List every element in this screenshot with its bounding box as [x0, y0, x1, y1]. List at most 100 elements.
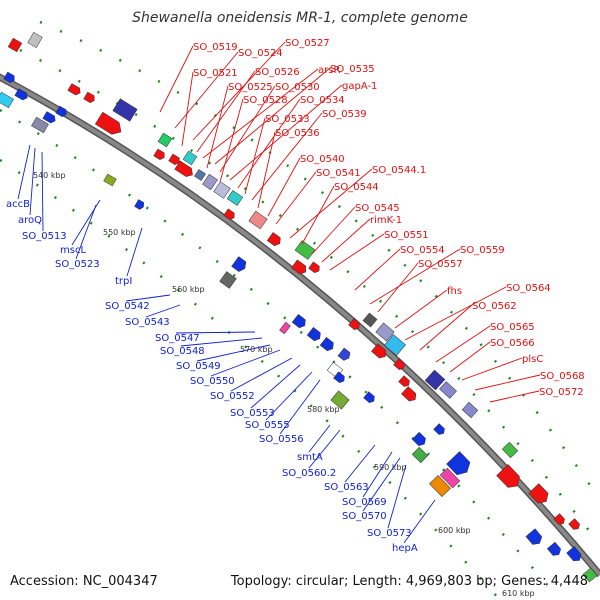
gene-block-1 [27, 31, 43, 49]
forward-leader-22 [354, 248, 401, 291]
reverse-label-18: SO_0563 [324, 482, 369, 493]
reverse-label-5: trpI [115, 276, 132, 287]
forward-label-26: SO_0564 [506, 283, 551, 294]
gene-arrow-33 [371, 343, 387, 359]
reverse-label-14: SO_0555 [245, 420, 290, 431]
reverse-label-16: smtA [297, 452, 323, 463]
gene-block-12 [157, 132, 173, 148]
reverse-leader-19 [362, 451, 393, 498]
forward-label-7: SO_0525 [228, 82, 273, 93]
gene-block-28 [219, 271, 237, 289]
gene-block-31 [375, 322, 395, 342]
reverse-label-3: mscL [60, 245, 86, 256]
gene-arrow-25 [308, 261, 320, 273]
gene-arrow-38 [401, 386, 417, 402]
gene-arrow-52 [446, 451, 471, 476]
reverse-leader-12 [230, 357, 293, 392]
gene-arrow-4 [14, 88, 28, 101]
reverse-label-15: SO_0556 [259, 434, 304, 445]
reverse-label-17: SO_0560.2 [282, 468, 336, 479]
gene-block-19 [213, 181, 231, 199]
forward-leader-5 [202, 68, 319, 159]
scale-tick-5: 590 kbp [374, 463, 407, 472]
forward-label-14: SO_0536 [275, 128, 320, 139]
gene-arrow-57 [528, 483, 549, 504]
forward-leader-12 [244, 117, 266, 195]
forward-label-25: fhs [447, 286, 462, 297]
forward-label-23: SO_0559 [460, 245, 505, 256]
gene-arrow-50 [433, 423, 445, 435]
forward-label-18: SO_0544 [334, 182, 379, 193]
inner-ring-dots-2 [0, 158, 501, 600]
gene-block-22 [248, 210, 268, 230]
reverse-leader-13 [250, 364, 301, 409]
forward-label-12: SO_0533 [265, 114, 310, 125]
gene-block-0 [7, 37, 23, 53]
genome-title: Shewanella oneidensis MR-1, complete gen… [132, 10, 468, 26]
scale-tick-7: 610 kbp [502, 589, 535, 598]
reverse-label-19: SO_0569 [342, 497, 387, 508]
gene-block-5 [31, 116, 49, 134]
forward-leader-6 [214, 67, 331, 165]
forward-label-32: SO_0572 [539, 387, 584, 398]
reverse-label-11: SO_0550 [190, 376, 235, 387]
gene-block-32 [384, 334, 406, 356]
gene-arrow-34 [393, 358, 405, 370]
forward-leader-4 [196, 70, 256, 153]
gene-arrow-2 [3, 71, 15, 83]
gene-block-35 [424, 369, 446, 391]
forward-leader-19 [311, 206, 356, 255]
forward-label-19: SO_0545 [355, 203, 400, 214]
gene-arrow-46 [333, 371, 345, 383]
forward-label-5: arsR [318, 65, 340, 76]
reverse-leader-10 [196, 344, 271, 362]
forward-label-10: SO_0528 [243, 95, 288, 106]
reverse-label-6: SO_0542 [105, 301, 150, 312]
forward-leader-21 [329, 233, 385, 271]
gene-arrow-59 [568, 518, 580, 530]
reverse-leader-18 [344, 444, 376, 483]
reverse-leader-17 [308, 429, 341, 469]
gene-arrow-9 [83, 91, 95, 103]
forward-leader-26 [404, 286, 507, 341]
forward-label-8: SO_0530 [275, 82, 320, 93]
reverse-leader-22 [403, 499, 436, 544]
forward-leader-25 [394, 289, 448, 329]
inner-ring-dots-1 [0, 108, 561, 600]
forward-leader-15 [267, 157, 301, 217]
reverse-leader-8 [175, 331, 256, 334]
reverse-leader-11 [210, 349, 281, 377]
gene-block-24 [294, 240, 316, 260]
forward-leader-32 [489, 390, 540, 403]
forward-leader-2 [192, 41, 286, 141]
forward-label-29: SO_0566 [490, 338, 535, 349]
forward-leader-24 [377, 262, 419, 313]
reverse-label-9: SO_0548 [160, 346, 205, 357]
forward-label-13: SO_0539 [322, 109, 367, 120]
forward-label-27: SO_0562 [472, 301, 517, 312]
reverse-leader-16 [308, 424, 331, 453]
reverse-leader-2 [41, 151, 44, 232]
forward-leader-9 [229, 84, 343, 181]
gene-arrow-7 [55, 105, 67, 117]
forward-label-17: SO_0544.1 [372, 165, 426, 176]
forward-label-3: SO_0521 [193, 68, 238, 79]
forward-leader-3 [181, 71, 194, 147]
forward-label-21: SO_0551 [384, 230, 429, 241]
forward-label-6: SO_0535 [330, 64, 375, 75]
gene-block-20 [226, 190, 244, 206]
reverse-label-21: SO_0573 [367, 528, 412, 539]
gene-arrow-13 [153, 148, 165, 161]
scale-tick-6: 600 kbp [438, 526, 471, 535]
scale-tick-3: 570 kbp [240, 345, 273, 354]
reverse-leader-15 [279, 379, 321, 435]
gene-arrow-11 [94, 111, 122, 135]
gene-arrow-37 [398, 375, 410, 387]
reverse-label-7: SO_0543 [125, 317, 170, 328]
reverse-label-12: SO_0552 [210, 391, 255, 402]
gene-block-63 [582, 567, 598, 583]
gene-arrow-62 [566, 546, 582, 562]
gene-arrow-58 [553, 513, 565, 525]
forward-leader-27 [419, 304, 473, 351]
